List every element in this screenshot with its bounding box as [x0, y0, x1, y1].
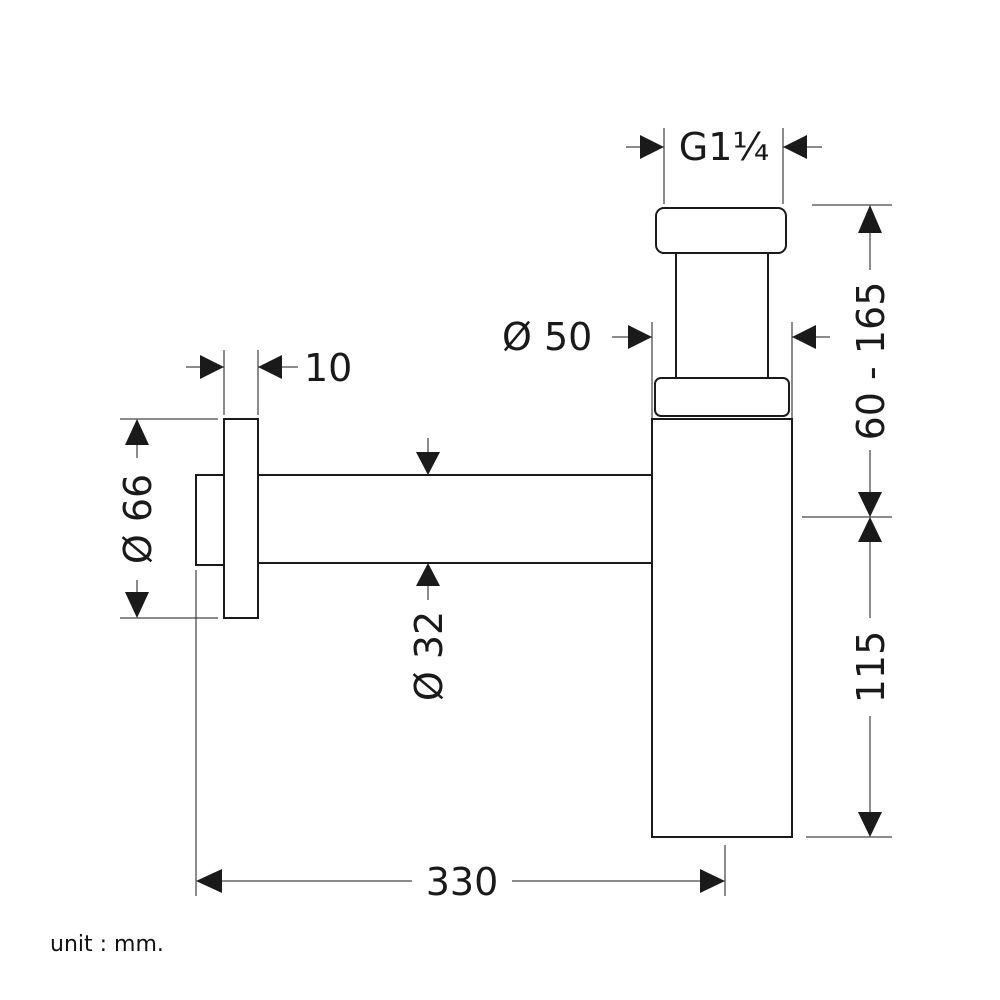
arrow-icon [416, 563, 440, 586]
arrow-icon [416, 452, 440, 475]
arrow-icon [258, 355, 282, 379]
dim-height-adjustable-label: 60 - 165 [849, 282, 893, 441]
bottle-trap-outline [195, 207, 793, 838]
arrow-icon [125, 419, 149, 445]
wall-flange [223, 418, 259, 619]
arrow-icon [858, 492, 882, 517]
dim-length-330: 330 [196, 860, 725, 904]
dim-thread-label: G1¼ [679, 125, 769, 169]
dim-dia-50-label: Ø 50 [502, 315, 592, 359]
extension-lines [120, 128, 892, 896]
pipe-stub [195, 474, 225, 566]
unit-note: unit : mm. [50, 932, 164, 957]
arrow-icon [125, 592, 149, 618]
bottle-body [651, 418, 793, 838]
dim-flange-10-label: 10 [304, 346, 352, 390]
arrow-icon [628, 325, 652, 349]
arrow-icon [792, 325, 816, 349]
dim-height-115: 115 [849, 517, 893, 837]
dim-length-330-label: 330 [426, 860, 499, 904]
dim-height-115-label: 115 [849, 631, 893, 704]
dim-dia-32-label: Ø 32 [407, 611, 451, 701]
dim-thread: G1¼ [626, 125, 822, 169]
arrow-icon [196, 869, 222, 893]
arrow-icon [858, 517, 882, 542]
arrow-icon [640, 135, 664, 159]
lower-collar [654, 377, 790, 417]
arrow-icon [700, 869, 725, 893]
dim-flange-10: 10 [186, 346, 352, 390]
dim-dia-50: Ø 50 [502, 315, 830, 359]
top-nut [655, 207, 787, 254]
tailpiece-tube [675, 252, 769, 379]
arrow-icon [858, 812, 882, 837]
arrow-icon [200, 355, 224, 379]
dim-dia-66: Ø 66 [116, 419, 160, 618]
dim-height-adjustable: 60 - 165 [849, 205, 893, 517]
arrow-icon [783, 135, 807, 159]
dim-dia-66-label: Ø 66 [116, 474, 160, 564]
dim-dia-32: Ø 32 [407, 438, 451, 701]
outlet-pipe [257, 474, 653, 564]
arrow-icon [858, 205, 882, 233]
